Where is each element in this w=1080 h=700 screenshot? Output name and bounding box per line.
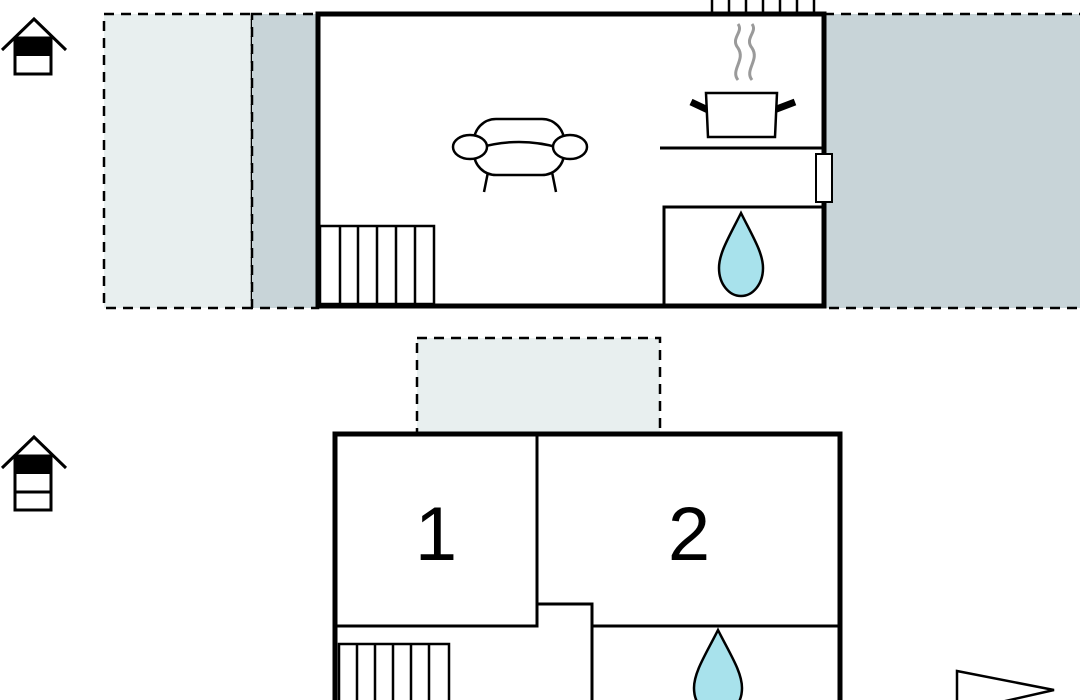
terrace-left-outer	[102, 12, 254, 310]
terrace-ground-top	[415, 336, 662, 436]
terrace-right	[822, 12, 1080, 310]
door-icon	[815, 153, 833, 203]
terrace-left-inner	[250, 12, 320, 310]
cooking-pot-icon	[689, 23, 797, 139]
ground-floor: 1 2	[0, 336, 843, 700]
exterior-staircase-icon	[710, 0, 816, 14]
ground-outer-walls	[332, 431, 843, 700]
upper-floor	[0, 0, 1080, 310]
water-drop-icon	[717, 210, 765, 298]
north-arrow-icon	[955, 669, 1055, 700]
sofa-icon	[451, 117, 589, 193]
water-drop-icon	[692, 627, 744, 700]
house-upper-floor-icon	[0, 16, 68, 76]
staircase-icon	[337, 642, 451, 700]
upper-bathroom	[662, 205, 824, 306]
room-2-label: 2	[668, 492, 710, 577]
staircase-icon	[318, 224, 436, 306]
house-ground-floor-icon	[0, 434, 68, 512]
room-1-label: 1	[415, 492, 457, 577]
